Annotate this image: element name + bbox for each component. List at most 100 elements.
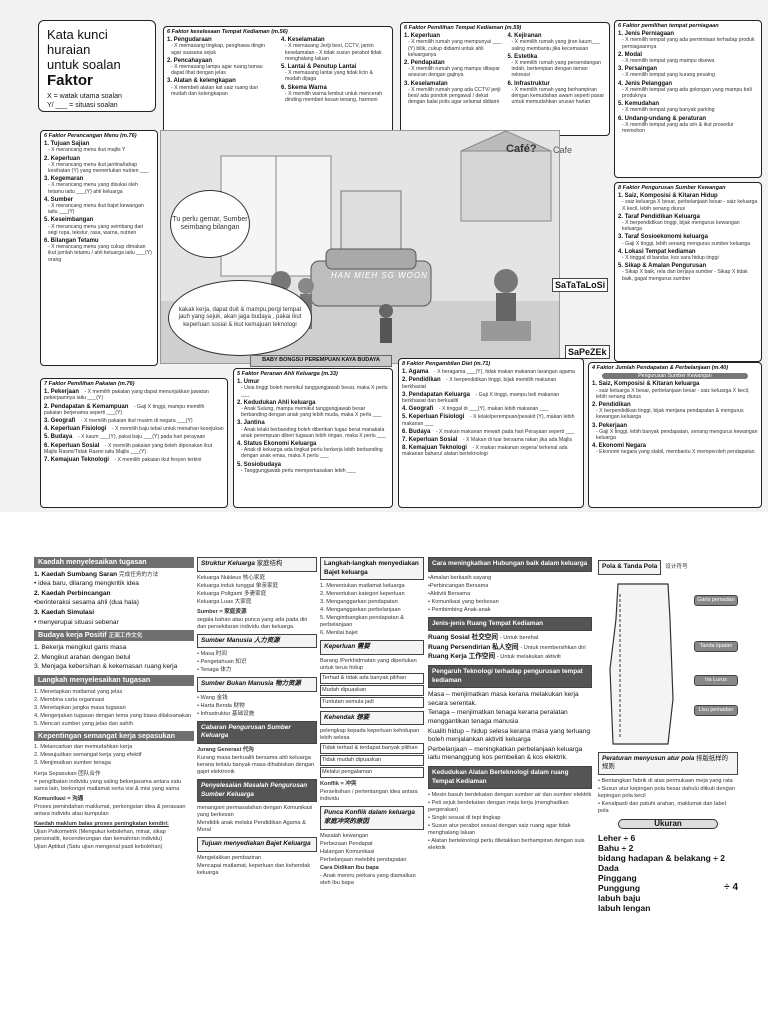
list-item: 3. Taraf Sosioekonomi keluarga- Gaji X t… [618,234,751,247]
list-item: 2. Taraf Pendidikan Keluarga- X berpendi… [618,213,740,233]
mind-map-section: Kata kunci huraian untuk soalan Faktor X… [0,0,768,512]
notes-column-5: Pola & Tanda Pola 设计符号 Garis pemadan Tan… [598,554,738,913]
section-heading: Budaya kerja Positif 正面工作文化 [34,630,194,642]
box-pemilihan-kediaman: 6 Faktor Pemilihan Tempat Kediaman (m.59… [400,22,610,136]
list-item: 5. Sikap & Amalan Pengurusan- Sikap X ba… [618,263,748,282]
label-lisu-pemadan: Lisu pemadan [694,704,738,716]
section-heading: Langkah menyelesaikan tugasan [34,674,194,686]
list-item: 4. Sumber- X merancang menu ikut bajet k… [44,196,144,216]
notes-column-1: Kaedah menyelesaikan tugasan 1. Kaedah S… [34,554,194,852]
list-item: 2. Pendapatan & Kemampuan - Gaji X tingg… [44,403,205,416]
section-heading: Sumber Manusia 人力资源 [197,633,317,649]
notes-column-2: Struktur Keluarga 家庭结构 Keluarga Nukleus … [197,554,317,878]
label-tanda-lipatan: Tanda lipatan [694,640,738,652]
list-item: 8. Kemajuan Teknologi - X makan makanan … [402,445,568,458]
box-perancangan-menu: 6 Faktor Perancangan Menu (m.76) 1. Tuju… [40,130,158,366]
list-item: 4. Keperluan Fisiologi - X memilih baju … [44,426,224,433]
title-key2: Y/ ___ = situasi soalan [47,102,118,109]
list-item: 4. Geografi - X tinggal di ___(Y), makan… [402,406,549,413]
list-item: 3. Alatan & kelengkapan- X membeli alata… [167,78,259,97]
box-header: 6 Faktor Perancangan Menu (m.76) [44,133,137,139]
list-item: 6. Undang-undang & peraturan- X memilih … [618,115,734,135]
thought-bubble-left: Tu perlu gemar, Sumber seimbang bilangan [170,190,250,258]
list-item: 3. Pendapatan Keluarga - Gaji X tinggi, … [402,391,560,405]
list-item: 1. Umur- Usia tinggi boleh memikul tangg… [237,379,388,398]
box-peranan-ahli-keluarga: 5 Faktor Peranan Ahli Keluarga (m.33) 1.… [233,368,393,508]
cafe-sign-2: Cafe [553,145,573,155]
list-item: 6. Keperluan Sosial - X memilih pakaian … [44,442,213,455]
list-item: 5. Budaya - X kaum ___(Y), pakai baju __… [44,434,206,441]
title-line1: Kata kunci huraian [47,27,108,57]
section-heading: Jenis-jenis Ruang Tempat Kediaman [428,616,592,632]
title-line2: untuk soalan [47,57,121,72]
list-item: 1. Pengudaraan- X memasang tingkap, peng… [167,37,266,56]
section-heading: Tujuan menyediakan Bajet Keluarga [197,837,317,852]
list-item: 5. Lantai & Penutup Lantai- X memasang l… [281,64,373,83]
label-garis-pemadan: Garis pemadan [694,594,738,606]
list-item: 1. Agama - X beragama ___(Y), tidak maka… [402,369,575,376]
list-item: 4. Jenis Pelanggan- X memilih tempat yan… [618,80,752,100]
list-item: 4. Kejiranan- X memilih rumah yang jiran… [507,33,601,52]
list-item: 4. Lokasi Tempat kediaman- X tinggal di … [618,248,719,262]
scene-sign-1: SaTaTaLoSi [552,278,609,292]
list-item: 1. Keperluan- X memilih rumah yang mempu… [404,33,502,58]
section-heading: Cara meningkatkan Hubungan baik dalam ke… [428,557,592,572]
list-item: 1. Pekerjaan - X memilih pakaian yang da… [44,389,209,402]
box-pengambilan-diet: 8 Faktor Pengambilan Diet (m.71) 1. Agam… [398,358,584,508]
list-item: 3. Keselamatan- X memilih rumah yang ada… [404,80,501,106]
pattern-outline [609,582,674,745]
list-item: 6. Bilangan Tetamu- X merancang menu yan… [44,238,152,263]
section-heading: Kedudukan Alatan Berteknologi dalam ruan… [428,765,592,790]
list-item: 4. Ekonomi Negara- Ekonomi negara yang s… [592,443,755,456]
list-item: 4. Status Ekonomi Keluarga- Anak di kelu… [237,441,383,460]
list-item: 6. Skema Warna- X memilih warna lembut u… [281,84,383,104]
box-tag: Pengurusan Sumber Kewangan [602,373,748,380]
thought-bubble-mid: kakak kerja, dapat duit & mampu,pergi te… [168,280,312,356]
box-pemilihan-pakaian: 7 Faktor Pemilihan Pakaian (m.76) 1. Pek… [40,378,228,508]
list-item: 1. Saiz, Komposisi & Kitaran Hidup- saiz… [618,193,758,212]
list-item: 2. Keperluan- X merancang menu ikut jant… [44,155,149,175]
watermark: HAN MIEH SG WOON [331,271,428,280]
section-heading: Peraturan menyusun atur pola 排版纸样的规则 [598,751,738,775]
box-header: 4 Faktor Jumlah Pendapatan & Perbelanjaa… [592,365,729,371]
cafe-sign: Café? [506,143,537,155]
list-item: 2. Pendidikan- X berpendidikan tinggi, b… [592,402,744,421]
box-keselesaan-kediaman: 6 Faktor keselesaan Tempat Kediaman (m.5… [163,26,393,136]
list-item: 7. Kemajuan Teknologi - X memilih pakaia… [44,457,202,464]
box-header: 7 Faktor Pemilihan Pakaian (m.76) [44,381,135,387]
box-header: 8 Faktor Pengurusan Sumber Kewangan [618,185,726,191]
box-jumlah-pendapatan: 4 Faktor Jumlah Pendapatan & Perbelanjaa… [588,362,762,508]
list-item: 5. Kemudahan- X memilih tempat yang bany… [618,101,715,114]
notes-column-3: Langkah-langkah menyediakan Bajet keluar… [320,554,424,888]
pattern-diagram: Garis pemadan Tanda lipatan Ira Lurus Li… [598,579,738,749]
box-header: 6 Faktor keselesaan Tempat Kediaman (m.5… [167,29,288,35]
list-item: 5. Estetika- X memilih rumah yang persen… [507,53,601,79]
box-header: 6 Faktor Pemilihan Tempat Kediaman (m.59… [404,25,522,31]
section-heading: Kepentingan semangat kerja sepasukan [34,730,194,742]
list-item: 1. Jenis Perniagaan- X memilih tempat ya… [618,31,755,50]
list-item: 3. Persaingan- X memilih tempat yang kur… [618,66,715,79]
section-heading: Cabaran Pengurusan Sumber Keluarga [197,720,317,744]
list-item: 2. Pendidikan - X berpendidikan tinggi, … [402,377,557,390]
section-heading: Keperluan 需要 [320,640,424,655]
section-heading: Sumber Bukan Manusia 物力资源 [197,677,317,692]
box-header: 8 Faktor Pengambilan Diet (m.71) [402,361,491,367]
section-heading: Punca Konflik dalam keluarga 家庭冲突的原因 [320,806,424,830]
section-heading: Struktur Keluarga 家庭结构 [197,557,317,572]
box-sumber-kewangan: 8 Faktor Pengurusan Sumber Kewangan 1. S… [614,182,762,362]
notes-section: Kaedah menyelesaikan tugasan 1. Kaedah S… [0,554,768,1024]
box-header: 5 Faktor Peranan Ahli Keluarga (m.33) [237,371,338,377]
list-item: 5. Sosiobudaya- Tanggungjawab perlu memp… [237,461,356,474]
title-key1: X = watak utama soalan [47,93,122,100]
title-line3: Faktor [47,72,93,89]
list-item: 5. Keperluan Fisiologi - X lelaki/peremp… [402,414,575,427]
list-item: 2. Modal- X memilih tempat yang mampu di… [618,51,715,65]
list-item: 2. Kedudukan Ahli keluarga- Anak Sulung,… [237,399,382,419]
list-item: 7. Keperluan Sosial - X Makan di luar be… [402,437,573,444]
label-ira-lurus: Ira Lurus [694,674,738,686]
list-item: 3. Kegemaran- X merancang menu yang disu… [44,176,138,195]
box-tempat-perniagaan: 6 Faktor pemilihan tempat perniagaan 1. … [614,20,762,178]
list-item: 3. Pekerjaan- Gaji X tinggi, lebih banya… [592,422,758,442]
section-heading: Penyelesaian Masalah Pengurusan Sumber K… [197,778,317,803]
section-heading: Pengaruh Teknologi terhadap pengurusan t… [428,664,592,689]
